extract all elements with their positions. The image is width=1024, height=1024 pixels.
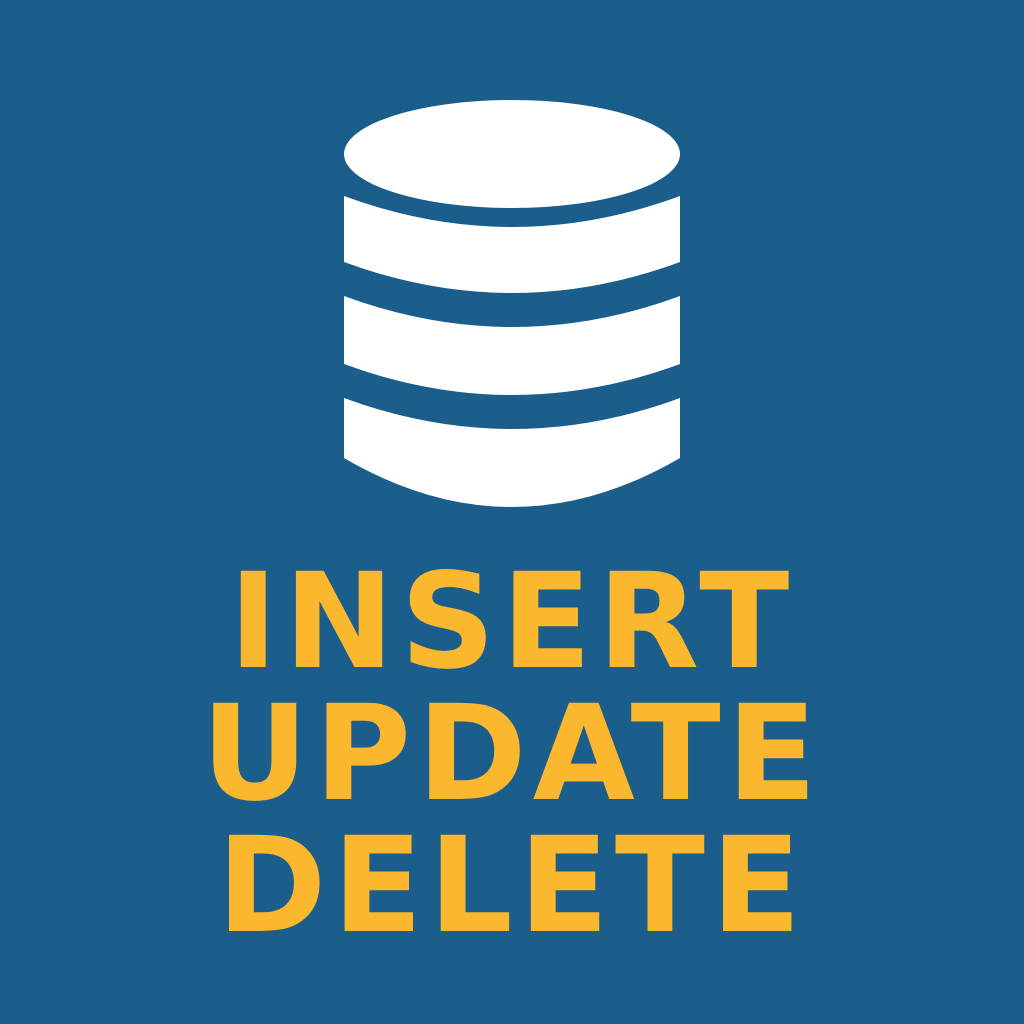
database-icon bbox=[344, 100, 680, 507]
database-upper-section bbox=[344, 196, 680, 293]
database-lower-section bbox=[344, 398, 680, 507]
insert-text: INSERT bbox=[228, 545, 796, 699]
delete-text: DELETE bbox=[216, 809, 808, 963]
database-top-disk bbox=[344, 100, 680, 208]
sql-operations: INSERT UPDATE DELETE bbox=[0, 556, 1024, 952]
update-text: UPDATE bbox=[201, 677, 823, 831]
database-middle-section bbox=[344, 296, 680, 395]
